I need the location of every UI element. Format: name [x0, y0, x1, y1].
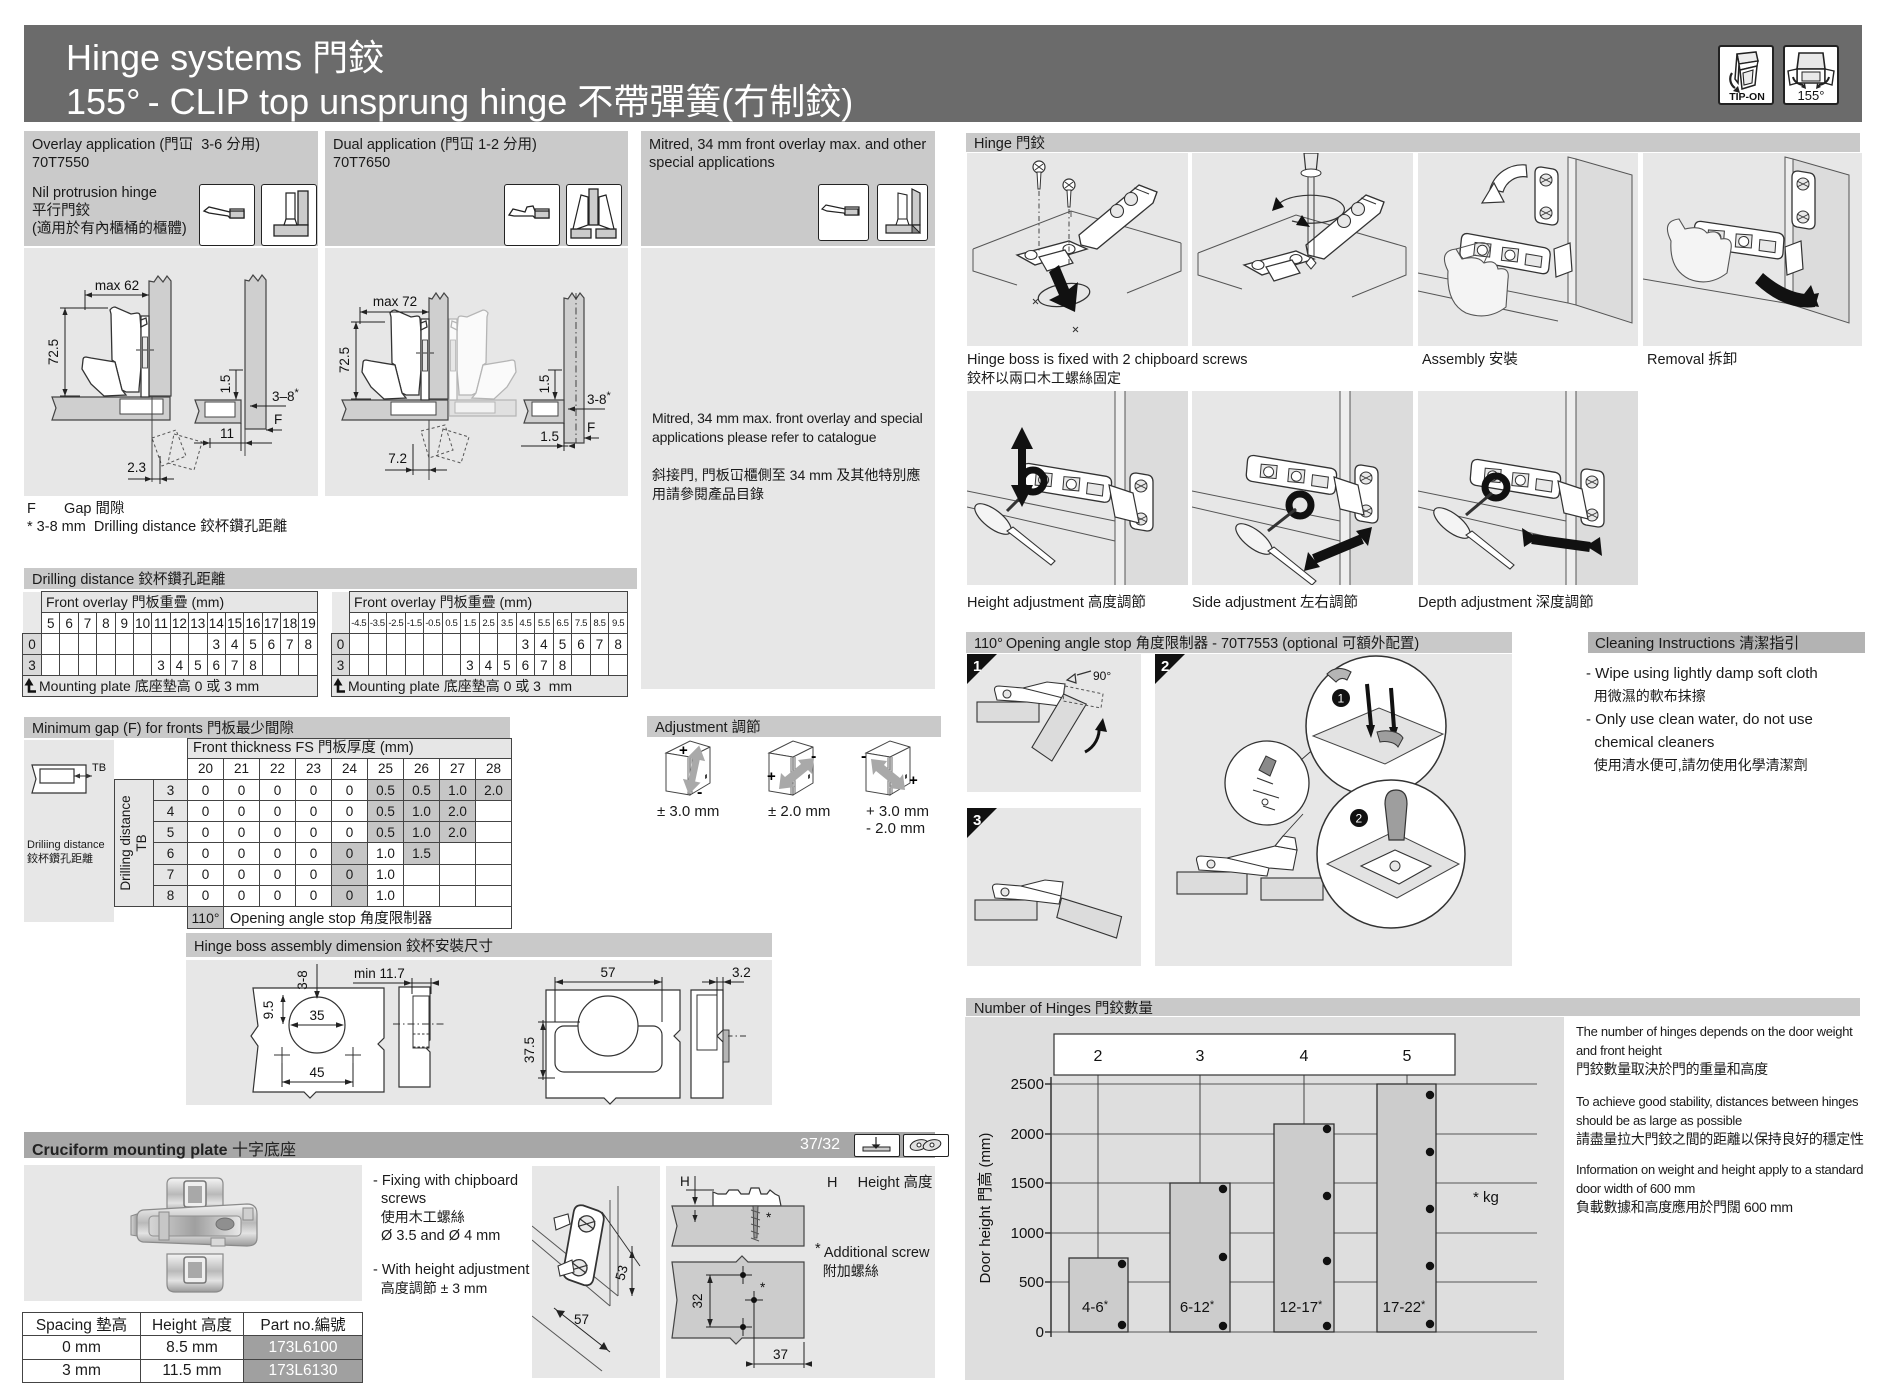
svg-text:155°: 155°: [1798, 88, 1825, 103]
svg-text:0: 0: [1036, 1324, 1044, 1341]
svg-text:max 62: max 62: [95, 278, 139, 293]
svg-text:1.5: 1.5: [540, 429, 559, 444]
svg-text:2: 2: [1356, 812, 1363, 826]
svg-text:11: 11: [220, 426, 234, 441]
svg-text:57: 57: [574, 1312, 589, 1327]
svg-text:* kg: * kg: [1473, 1189, 1499, 1206]
svg-text:-: -: [811, 748, 816, 765]
svg-text:3.2: 3.2: [732, 965, 751, 980]
svg-text:F: F: [274, 412, 282, 427]
svg-text:3-8: 3-8: [295, 970, 310, 990]
svg-text:17-22*: 17-22*: [1383, 1299, 1426, 1316]
svg-text:-: -: [861, 748, 866, 765]
svg-text:TIP-ON: TIP-ON: [1729, 91, 1765, 103]
svg-text:35: 35: [309, 1008, 324, 1023]
svg-text:1.5: 1.5: [218, 375, 233, 394]
svg-text:+: +: [909, 772, 918, 789]
svg-text:F: F: [587, 420, 595, 435]
svg-text:+: +: [767, 768, 776, 785]
svg-text:2000: 2000: [1011, 1126, 1044, 1143]
svg-text:2500: 2500: [1011, 1076, 1044, 1093]
svg-text:32: 32: [690, 1293, 705, 1308]
svg-text:*: *: [766, 1210, 772, 1225]
svg-text:4: 4: [1300, 1048, 1309, 1065]
svg-text:3-8*: 3-8*: [587, 390, 612, 407]
svg-text:45: 45: [309, 1065, 324, 1080]
svg-text:3–8*: 3–8*: [272, 387, 300, 404]
svg-text:37.5: 37.5: [522, 1037, 537, 1063]
svg-text:TB: TB: [92, 762, 106, 774]
svg-text:9.5: 9.5: [261, 1001, 276, 1020]
svg-text:H: H: [680, 1174, 690, 1189]
svg-text:min 11.7: min 11.7: [354, 966, 405, 981]
svg-text:72.5: 72.5: [337, 347, 352, 373]
svg-text:57: 57: [600, 965, 615, 980]
svg-text:72.5: 72.5: [46, 339, 61, 365]
svg-text:Door height 門高 (mm): Door height 門高 (mm): [977, 1133, 994, 1284]
svg-text:1.5: 1.5: [537, 375, 552, 394]
svg-text:-: -: [697, 784, 702, 801]
svg-text:4-6*: 4-6*: [1082, 1299, 1109, 1316]
svg-text:7.2: 7.2: [388, 451, 407, 466]
svg-text:*: *: [760, 1280, 766, 1295]
svg-text:2.3: 2.3: [127, 460, 146, 475]
svg-text:6-12*: 6-12*: [1180, 1299, 1215, 1316]
svg-text:1500: 1500: [1011, 1175, 1044, 1192]
svg-text:37: 37: [773, 1347, 788, 1362]
svg-text:3: 3: [973, 812, 981, 829]
svg-text:3: 3: [1196, 1048, 1205, 1065]
svg-text:500: 500: [1019, 1274, 1044, 1291]
svg-text:2: 2: [1094, 1048, 1103, 1065]
svg-text:2: 2: [1161, 658, 1169, 675]
svg-text:1000: 1000: [1011, 1225, 1044, 1242]
svg-text:+: +: [679, 742, 688, 759]
svg-text:1: 1: [973, 658, 981, 675]
svg-text:max 72: max 72: [373, 294, 417, 309]
svg-text:53: 53: [612, 1264, 630, 1282]
svg-text:5: 5: [1403, 1048, 1412, 1065]
svg-text:90°: 90°: [1093, 669, 1111, 683]
svg-text:12-17*: 12-17*: [1280, 1299, 1323, 1316]
svg-text:1: 1: [1338, 692, 1345, 706]
